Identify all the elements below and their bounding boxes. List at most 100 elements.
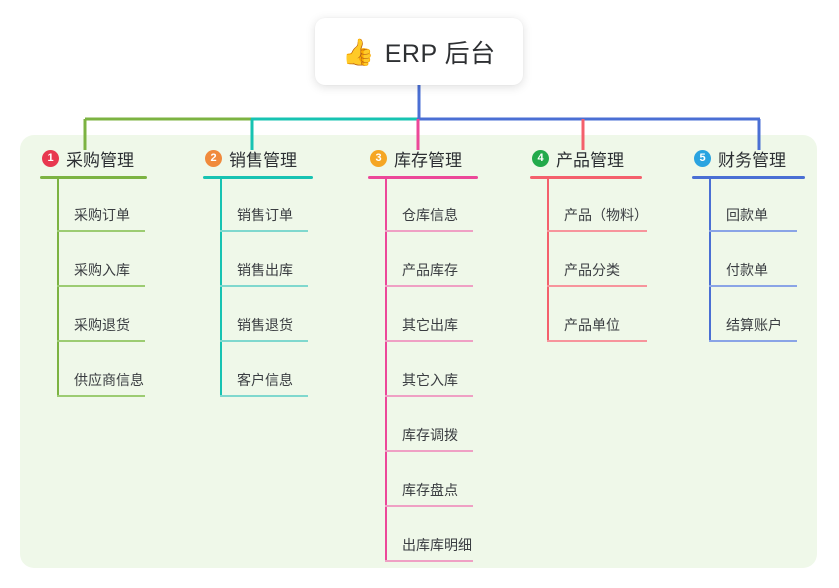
branch-item-underline xyxy=(385,340,473,342)
branch-badge-number: 5 xyxy=(694,149,711,167)
branch-item[interactable]: 产品（物料） xyxy=(547,179,648,234)
branch-item[interactable]: 出库库明细 xyxy=(385,509,478,564)
branch-badge-number: 4 xyxy=(532,149,549,167)
branch-item[interactable]: 采购订单 xyxy=(57,179,147,234)
branch-item-underline xyxy=(57,395,145,397)
branch-item-label: 仓库信息 xyxy=(402,207,458,223)
branch-item-label: 结算账户 xyxy=(726,317,782,333)
branch-spine xyxy=(385,179,387,562)
branch-item-label: 产品（物料） xyxy=(564,207,648,223)
branch-item-underline xyxy=(220,230,308,232)
branch-item-label: 回款单 xyxy=(726,207,768,223)
branch-items: 销售订单销售出库销售退货客户信息 xyxy=(203,179,313,399)
branch-item[interactable]: 库存盘点 xyxy=(385,454,478,509)
branch-item-label: 销售订单 xyxy=(237,207,293,223)
branch-items: 采购订单采购入库采购退货供应商信息 xyxy=(40,179,147,399)
branch-item-label: 其它入库 xyxy=(402,372,458,388)
branch-item[interactable]: 销售出库 xyxy=(220,234,313,289)
branch-item-underline xyxy=(220,285,308,287)
branch-underline xyxy=(530,176,642,179)
thumbs-up-icon: 👍 xyxy=(342,36,375,67)
branch-item[interactable]: 销售订单 xyxy=(220,179,313,234)
branch-item-underline xyxy=(709,285,797,287)
branch-items: 回款单付款单结算账户 xyxy=(692,179,805,344)
branch-item-underline xyxy=(709,230,797,232)
branch-item[interactable]: 产品库存 xyxy=(385,234,478,289)
branch-item[interactable]: 产品分类 xyxy=(547,234,647,289)
branch-spine xyxy=(57,179,59,397)
branch-item-underline xyxy=(57,340,145,342)
branch-item-label: 其它出库 xyxy=(402,317,458,333)
branch-item[interactable]: 付款单 xyxy=(709,234,805,289)
branch-title: 财务管理 xyxy=(718,150,786,170)
branch-item[interactable]: 销售退货 xyxy=(220,289,313,344)
branch-item-label: 库存调拨 xyxy=(402,427,458,443)
branch-item-underline xyxy=(220,395,308,397)
branch-item-underline xyxy=(385,450,473,452)
branch-items: 产品（物料） 产品分类产品单位 xyxy=(530,179,648,344)
branch-item[interactable]: 回款单 xyxy=(709,179,805,234)
branch-item-underline xyxy=(385,395,473,397)
branch-item-label: 付款单 xyxy=(726,262,768,278)
branch-badge-number: 3 xyxy=(370,149,387,167)
branch-item-underline xyxy=(385,230,473,232)
branch-badge-number: 2 xyxy=(205,149,222,167)
branch-items: 仓库信息产品库存其它出库其它入库库存调拨库存盘点出库库明细 xyxy=(368,179,478,564)
branch-title: 产品管理 xyxy=(556,150,624,170)
branch-badge-number: 1 xyxy=(42,149,59,167)
branch-item-label: 销售出库 xyxy=(237,262,293,278)
branch-underline xyxy=(692,176,805,179)
branch-item[interactable]: 库存调拨 xyxy=(385,399,478,454)
branch-item-underline xyxy=(385,560,473,562)
branch-item-label: 产品库存 xyxy=(402,262,458,278)
branch-header-4[interactable]: 4 产品管理 xyxy=(530,145,642,171)
branch-item[interactable]: 其它入库 xyxy=(385,344,478,399)
branch-item[interactable]: 采购退货 xyxy=(57,289,147,344)
branch-item[interactable]: 仓库信息 xyxy=(385,179,478,234)
branch-item-underline xyxy=(709,340,797,342)
branch-item-label: 销售退货 xyxy=(237,317,293,333)
branch-spine xyxy=(220,179,222,397)
branch-item-label: 产品单位 xyxy=(564,317,620,333)
branch-item-label: 采购订单 xyxy=(74,207,130,223)
branch-column-3: 3 库存管理仓库信息产品库存其它出库其它入库库存调拨库存盘点出库库明细 xyxy=(368,145,478,564)
branch-item-label: 库存盘点 xyxy=(402,482,458,498)
branch-item-label: 客户信息 xyxy=(237,372,293,388)
branch-item-label: 产品分类 xyxy=(564,262,620,278)
branch-item-underline xyxy=(57,285,145,287)
branch-column-1: 1 采购管理采购订单采购入库采购退货供应商信息 xyxy=(40,145,147,399)
branch-item[interactable]: 其它出库 xyxy=(385,289,478,344)
branch-item[interactable]: 供应商信息 xyxy=(57,344,147,399)
branch-column-5: 5 财务管理回款单付款单结算账户 xyxy=(692,145,805,344)
branch-column-2: 2 销售管理销售订单销售出库销售退货客户信息 xyxy=(203,145,313,399)
branch-item-label: 采购入库 xyxy=(74,262,130,278)
branch-spine xyxy=(709,179,711,342)
branch-title: 采购管理 xyxy=(66,150,134,170)
branch-item-underline xyxy=(547,230,647,232)
branch-item-underline xyxy=(385,505,473,507)
branch-spine xyxy=(547,179,549,342)
root-title: ERP 后台 xyxy=(384,39,496,68)
branch-title: 销售管理 xyxy=(229,150,297,170)
branch-item-underline xyxy=(220,340,308,342)
branch-title: 库存管理 xyxy=(394,150,462,170)
branch-item-underline xyxy=(385,285,473,287)
branch-underline xyxy=(368,176,478,179)
branch-item[interactable]: 产品单位 xyxy=(547,289,647,344)
branch-item[interactable]: 结算账户 xyxy=(709,289,805,344)
branch-header-3[interactable]: 3 库存管理 xyxy=(368,145,478,171)
branch-item[interactable]: 采购入库 xyxy=(57,234,147,289)
branch-header-1[interactable]: 1 采购管理 xyxy=(40,145,147,171)
branch-column-4: 4 产品管理产品（物料） 产品分类产品单位 xyxy=(530,145,648,344)
branches-panel xyxy=(20,135,817,568)
branch-underline xyxy=(203,176,313,179)
root-node[interactable]: 👍 ERP 后台 xyxy=(315,18,523,85)
branch-header-5[interactable]: 5 财务管理 xyxy=(692,145,805,171)
branch-header-2[interactable]: 2 销售管理 xyxy=(203,145,313,171)
branch-item-underline xyxy=(57,230,145,232)
branch-item-underline xyxy=(547,340,647,342)
branch-item[interactable]: 客户信息 xyxy=(220,344,313,399)
branch-item-label: 出库库明细 xyxy=(402,537,472,553)
branch-item-underline xyxy=(547,285,647,287)
